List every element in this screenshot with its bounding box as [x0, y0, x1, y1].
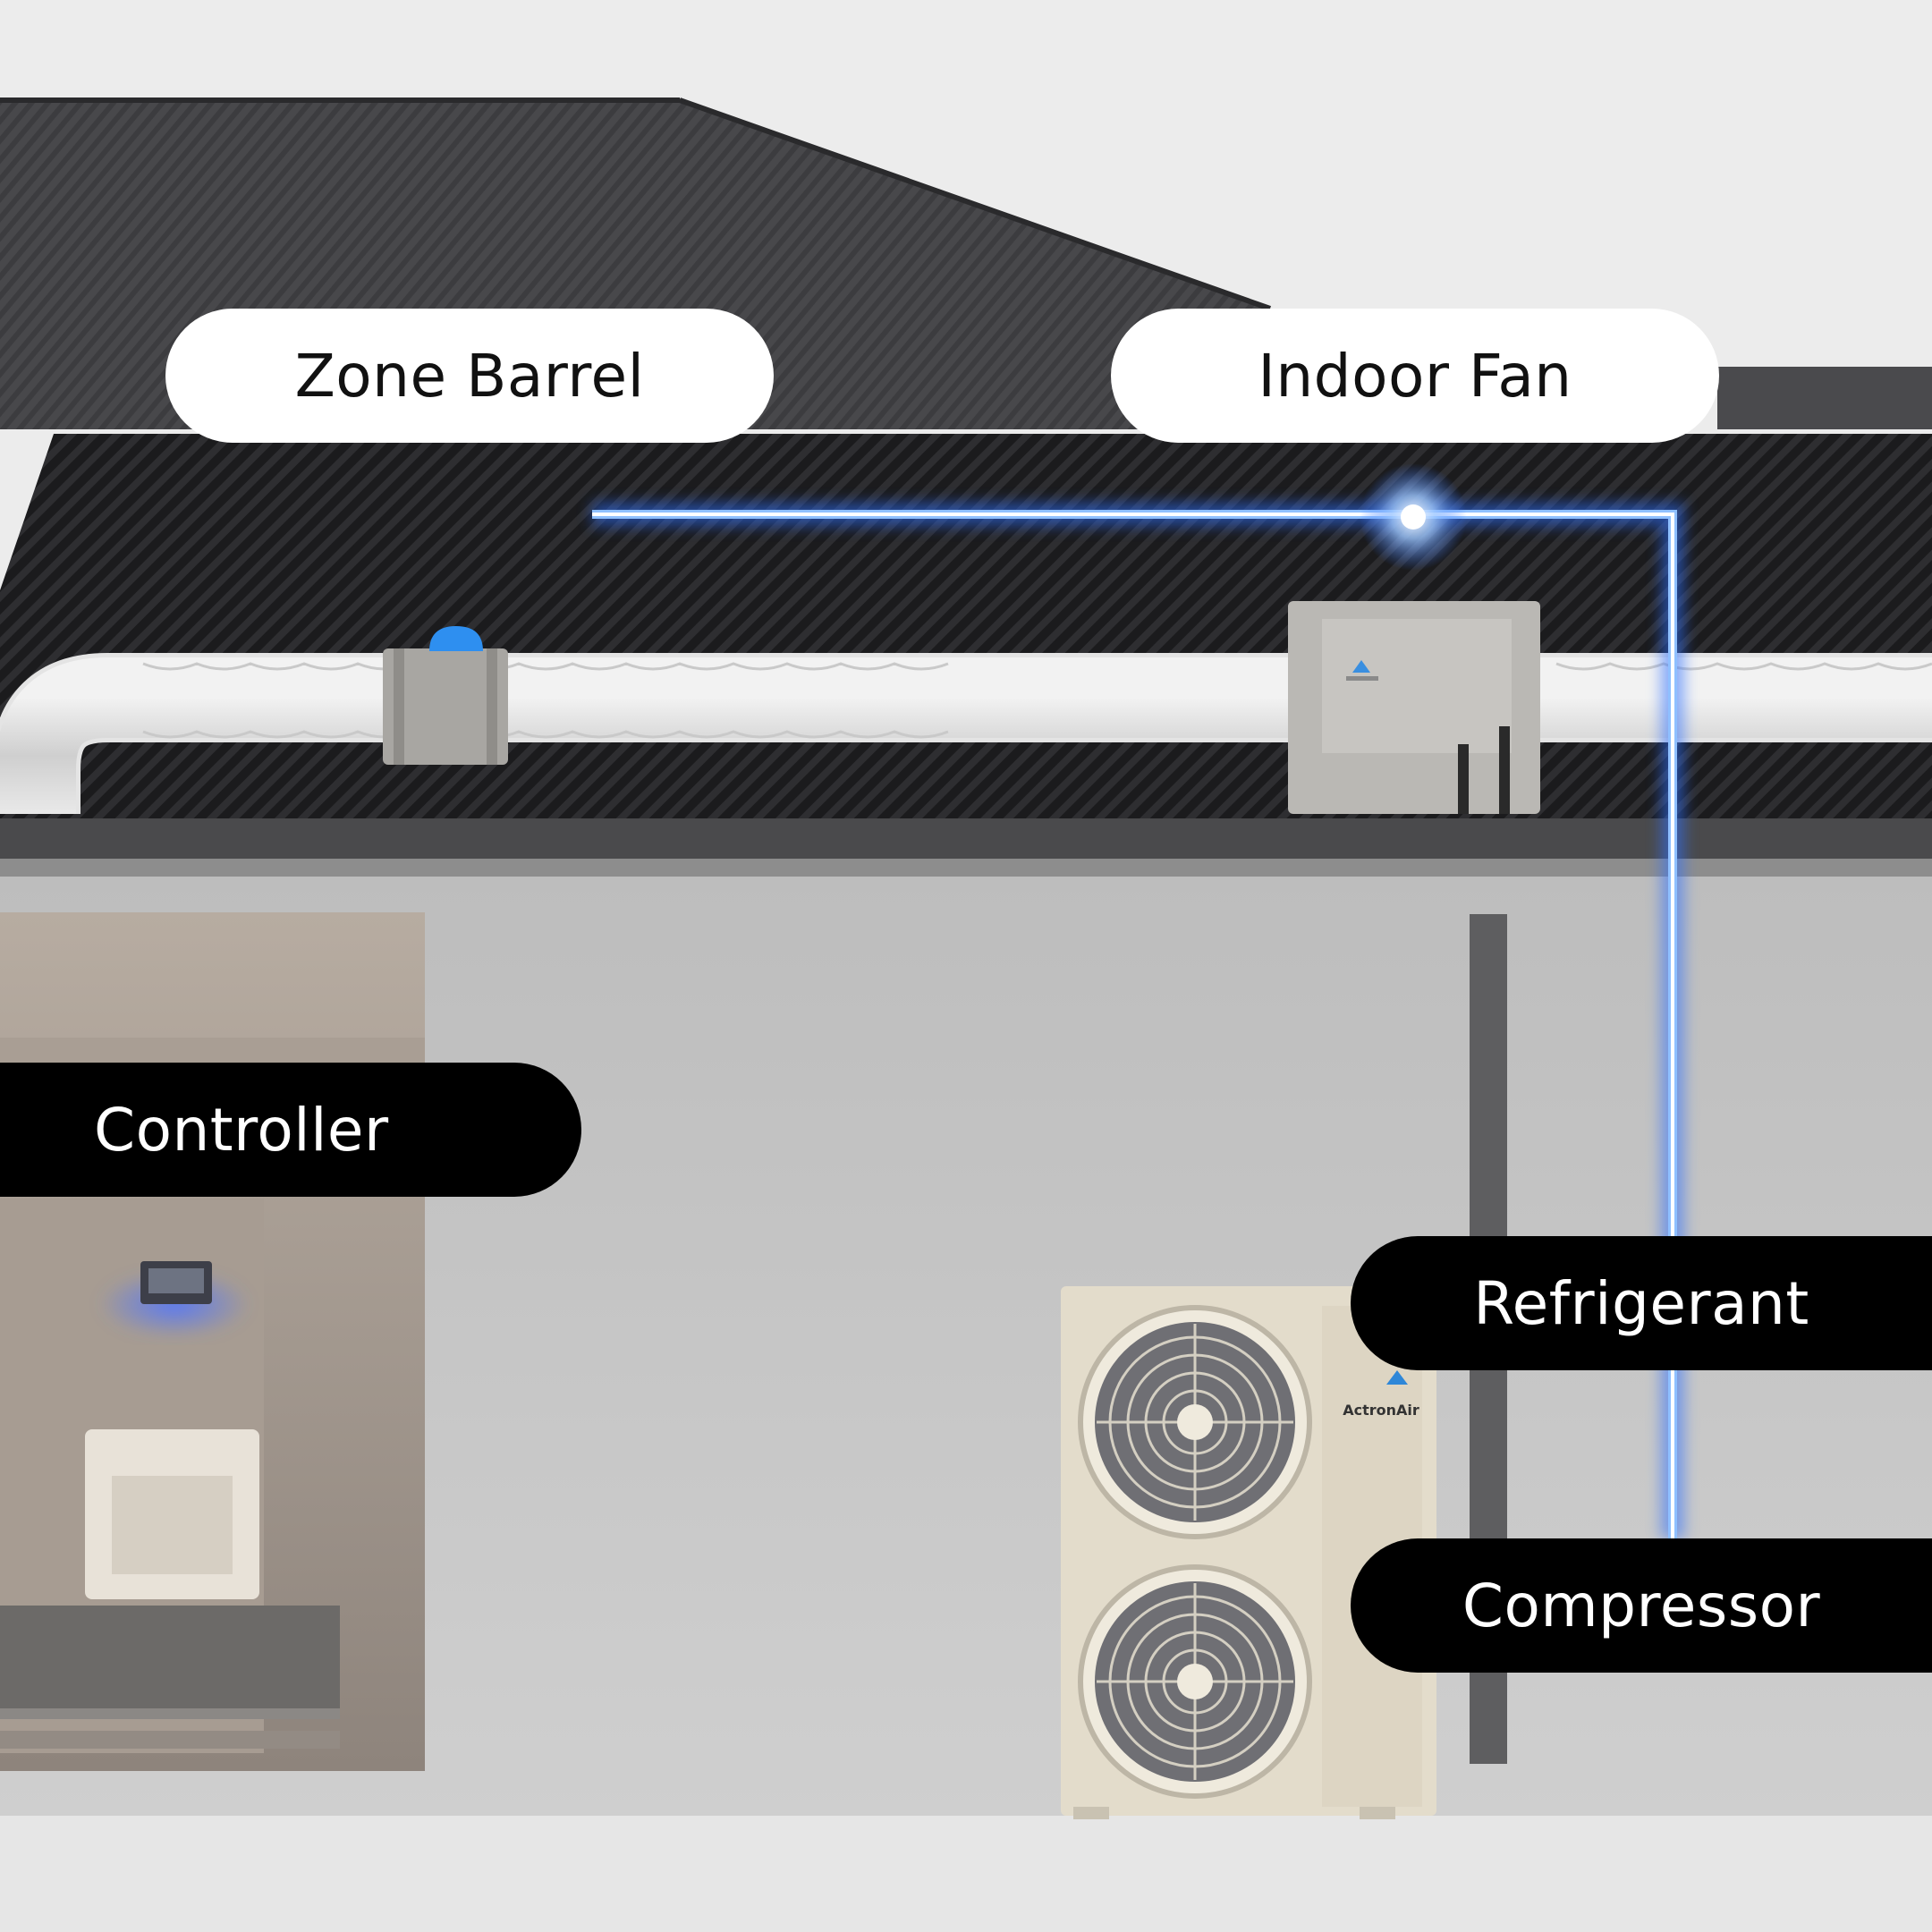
outdoor-unit: ActronAir [1061, 1286, 1436, 1819]
roof-right [1717, 367, 1932, 429]
label-refrigerant: Refrigerant [1351, 1236, 1932, 1370]
ground [0, 1816, 1932, 1932]
attic-space [0, 434, 1932, 818]
brand-logo-icon [1386, 1370, 1408, 1385]
zone-motor-cap [429, 626, 483, 651]
brand-logo-text: ActronAir [1343, 1402, 1419, 1419]
label-controller: Controller [0, 1063, 581, 1197]
ceiling-slab [0, 818, 1932, 859]
sofa [0, 1606, 340, 1708]
label-zone-barrel: Zone Barrel [165, 309, 774, 443]
label-indoor-fan: Indoor Fan [1111, 309, 1719, 443]
label-compressor: Compressor [1351, 1538, 1932, 1673]
highlight-path [592, 463, 1684, 1538]
zone-barrel [383, 648, 508, 765]
